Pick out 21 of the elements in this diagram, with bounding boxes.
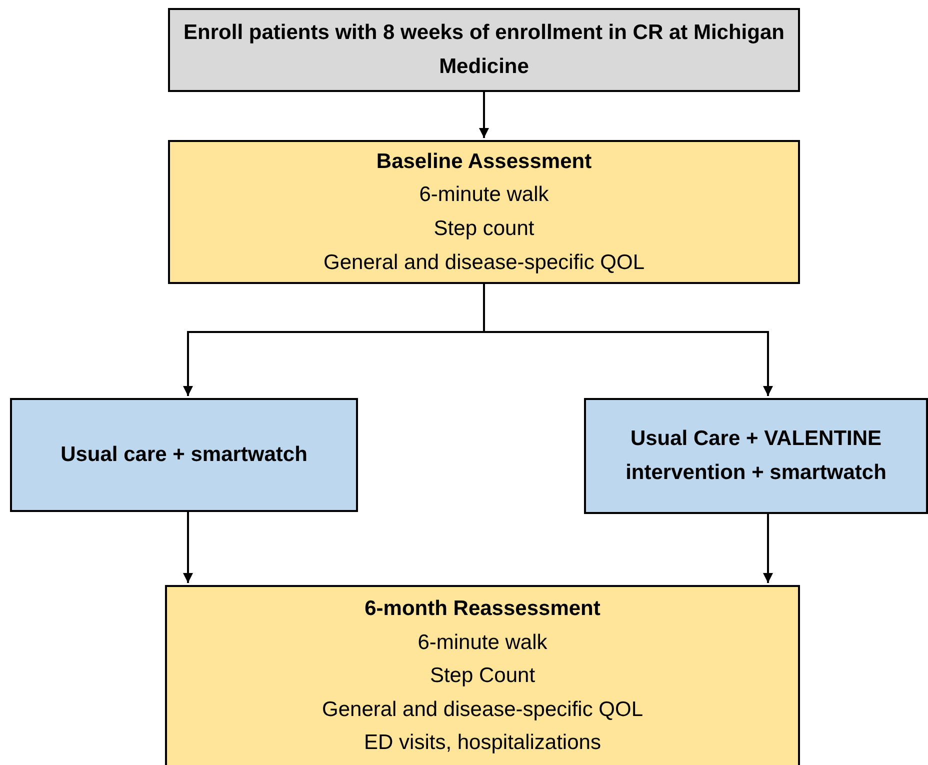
arrow	[183, 512, 193, 583]
box-text: General and disease-specific QOL	[322, 696, 643, 723]
process-box	[168, 8, 800, 92]
arrow	[479, 92, 489, 138]
box-text: Step count	[434, 216, 534, 242]
group-box	[584, 398, 928, 514]
group-box	[10, 398, 358, 512]
box-text: General and disease-specific QOL	[324, 250, 644, 276]
box-heading: Baseline Assessment	[376, 148, 592, 175]
arrow	[483, 284, 773, 396]
box-text: Step Count	[430, 663, 536, 690]
box-text: Usual care + smartwatch	[60, 442, 308, 468]
box-text: 6-minute walk	[418, 630, 548, 656]
process-box	[165, 585, 800, 765]
arrow	[763, 514, 773, 583]
box-text: 6-minute walk	[419, 182, 549, 208]
box-text: Usual Care + VALENTINE intervention + smartwatch	[624, 426, 888, 486]
box-text: ED visits, hospitalizations	[364, 730, 601, 756]
box-heading: 6-month Reassessment	[364, 596, 600, 622]
box-text: Enroll patients with 8 weeks of enrollment in CR at Michigan Medicine	[182, 20, 786, 80]
process-box	[168, 140, 800, 284]
